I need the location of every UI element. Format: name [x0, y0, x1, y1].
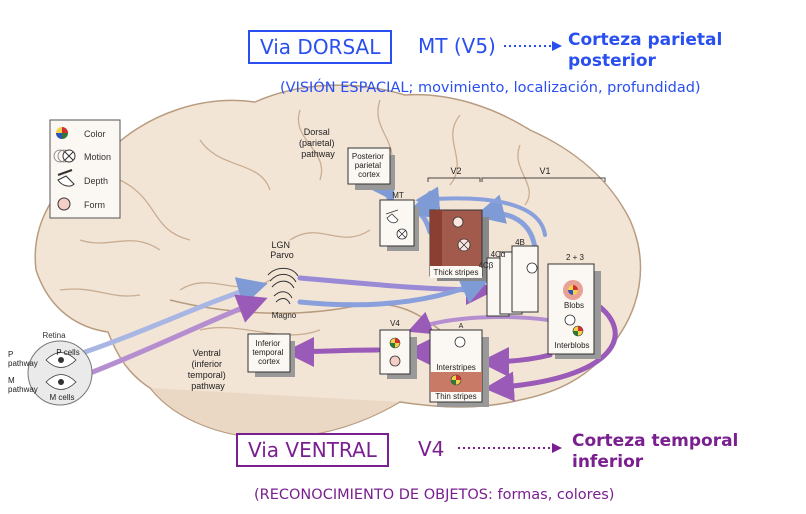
retina-to-lgn-arrow — [82, 277, 268, 355]
ventral-target-line1: Corteza temporal — [572, 431, 739, 451]
mt-box — [379, 199, 419, 251]
lgn-label: LGN Parvo — [270, 240, 294, 260]
v1-label: V1 — [539, 166, 550, 176]
legend-form-label: Form — [84, 200, 105, 210]
retina — [27, 340, 93, 406]
area-brackets — [427, 177, 606, 182]
layer-4cb-label: 4Cβ — [479, 261, 494, 270]
legend: Color Motion Depth Form — [49, 119, 121, 219]
posterior-parietal-box: Posterior parietal cortex — [347, 147, 395, 190]
v4-to-it-arrow — [284, 336, 381, 367]
interblobs-label: Interblobs — [554, 341, 589, 350]
legend-color-label: Color — [84, 129, 106, 139]
v1-layers — [486, 245, 539, 317]
ventral-target-line2: inferior — [572, 452, 644, 472]
thick-stripes-label: Thick stripes — [434, 268, 479, 277]
v1-to-mt-arrow — [415, 186, 547, 237]
retina-to-lgn-arrow-2 — [82, 294, 268, 378]
posterior-parietal-label: Posterior parietal cortex — [352, 152, 386, 179]
lgn-structure — [267, 267, 299, 305]
legend-depth-label: Depth — [84, 176, 108, 186]
ventral-pathway-label: Ventral (inferior temporal) pathway — [188, 348, 229, 391]
magno-label: Magno — [272, 311, 297, 320]
interstripes-label: Interstripes — [436, 363, 476, 372]
ventral-box-label: Via VENTRAL — [236, 433, 389, 467]
blobs-label: Blobs — [564, 301, 584, 310]
v4-label: V4 — [390, 319, 400, 328]
brain-illustration — [34, 84, 642, 439]
m-cells-label: M cells — [50, 393, 75, 402]
inferior-temporal-label: Inferior temporal cortex — [252, 339, 285, 366]
depth-icon — [57, 169, 75, 187]
dorsal-area-label: MT (V5) — [418, 34, 496, 58]
layer-2-3-label: 2 + 3 — [566, 253, 585, 262]
m-pathway-label: M pathway — [8, 376, 38, 394]
thick-stripes-box — [429, 209, 489, 281]
motion-icon — [53, 149, 76, 163]
retina-label: Retina — [42, 331, 66, 340]
pale-a-label: A — [459, 323, 464, 330]
form-icon — [57, 197, 71, 211]
ventral-area-label: V4 — [418, 437, 445, 461]
thin-stripes-label: Thin stripes — [435, 392, 476, 401]
v4-box — [379, 329, 417, 379]
p-cells-label: P cells — [56, 348, 79, 357]
color-icon — [56, 127, 68, 139]
p-pathway-label: P pathway — [8, 350, 38, 368]
mt-label: MT — [392, 191, 404, 200]
layer-4ca-label: 4Cα — [491, 250, 506, 259]
magno-to-4ca-arrow — [297, 276, 491, 308]
v2-label: V2 — [450, 166, 461, 176]
ventral-function-text: (RECONOCIMIENTO DE OBJETOS: formas, colo… — [254, 487, 615, 503]
legend-motion-label: Motion — [84, 152, 111, 162]
dorsal-box-label: Via DORSAL — [248, 30, 393, 64]
layer-2-3-box — [547, 263, 601, 359]
4b-to-thick-arrow — [474, 194, 538, 251]
dorsal-function-text: (VISIÓN ESPACIAL; movimiento, localizaci… — [280, 80, 701, 96]
blobs-to-thin-arrow — [484, 297, 618, 402]
interstripes-box — [429, 329, 489, 407]
pathway-arrows — [82, 171, 618, 402]
layer-4b-label: 4B — [515, 238, 525, 247]
inferior-temporal-box: Inferior temporal cortex — [247, 333, 295, 377]
interblobs-to-interstripes-arrow — [479, 346, 553, 377]
dorsal-target-line2: posterior — [568, 51, 656, 71]
dorsal-target-line1: Corteza parietal — [568, 30, 723, 50]
dorsal-pathway-label: Dorsal (parietal) pathway — [299, 127, 337, 159]
v1-to-v4-arrow — [407, 311, 550, 335]
